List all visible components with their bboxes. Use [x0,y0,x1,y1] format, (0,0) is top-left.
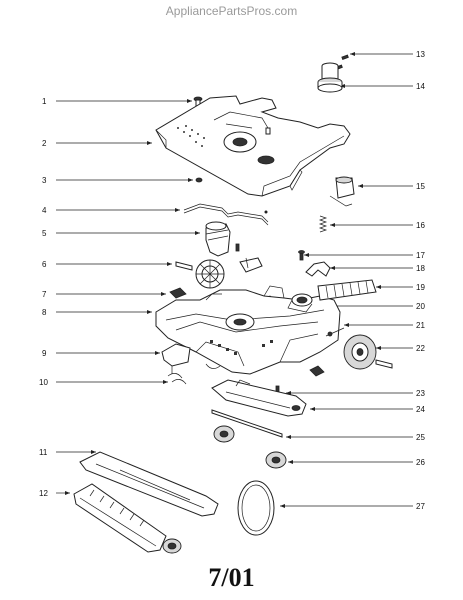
callout-10: 10 [39,378,48,387]
callout-26: 26 [416,458,425,467]
callout-2: 2 [42,139,47,148]
callout-22: 22 [416,344,425,353]
part-13-screws [335,54,349,70]
callout-21: 21 [416,321,425,330]
callout-1: 1 [42,97,47,106]
part-10-clips [167,363,221,385]
part-26-front-wheels [213,425,287,469]
callout-27: 27 [416,502,425,511]
part-14-swivel-cap [317,62,343,93]
part-11-bumper [79,451,219,517]
callout-11: 11 [39,448,48,457]
callout-12: 12 [39,489,48,498]
callout-14: 14 [416,82,425,91]
part-19-hose [317,279,377,301]
part-17-screw [298,250,305,261]
callout-8: 8 [42,308,47,317]
part-24-lower-plate [211,379,307,417]
part-21-axle [325,327,345,337]
watermark-text: AppliancePartsPros.com [165,4,298,18]
part-18-clamp [305,261,331,277]
leader-lines-left [56,99,200,495]
part-8-base-housing [155,285,341,375]
callout-25: 25 [416,433,425,442]
part-4-gasket [183,203,269,226]
callout-4: 4 [42,206,47,215]
callout-9: 9 [42,349,47,358]
callout-5: 5 [42,229,47,238]
revision-date: 7/01 [208,563,255,592]
callout-7: 7 [42,290,47,299]
callout-20: 20 [416,302,425,311]
part-9-bracket [161,343,191,374]
part-20-connector [287,293,313,313]
part-3-clip [195,177,203,183]
part-15-switch [329,176,355,207]
part-5-nozzle [205,221,240,257]
part-22-rear-wheel [343,334,393,370]
callout-15: 15 [416,182,425,191]
part-25-rod [211,409,283,438]
part-6-bolt-and-fan [175,257,263,289]
callout-13: 13 [416,50,425,59]
callout-18: 18 [416,264,425,273]
callout-24: 24 [416,405,425,414]
part-12-brushroll [73,483,182,554]
callout-3: 3 [42,176,47,185]
callout-23: 23 [416,389,425,398]
callout-16: 16 [416,221,425,230]
callout-19: 19 [416,283,425,292]
part-2-hood [155,95,351,197]
part-27-belt [237,480,275,536]
callout-6: 6 [42,260,47,269]
part-16-spring [318,215,328,233]
callout-17: 17 [416,251,425,260]
leader-lines-right [280,52,413,508]
